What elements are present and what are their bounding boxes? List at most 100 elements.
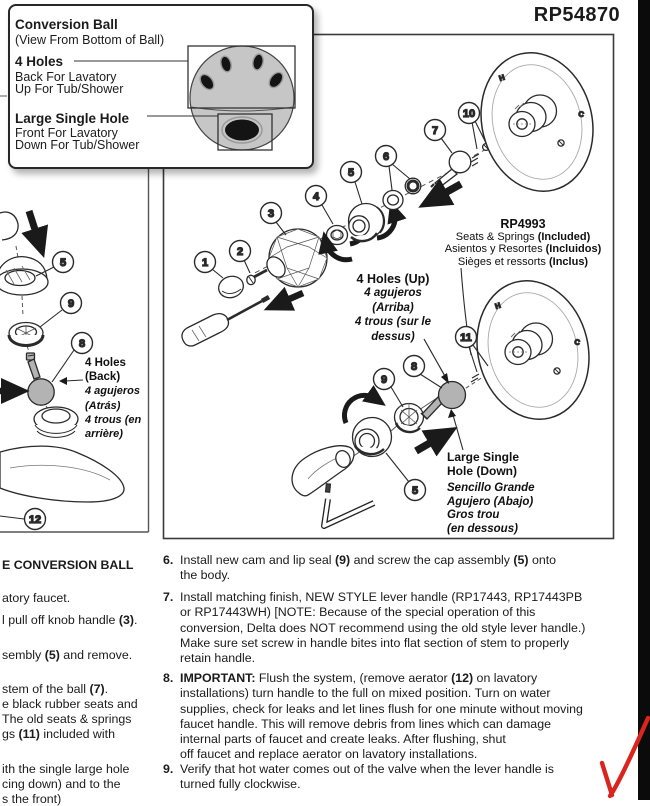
label-leader-arrow [448, 409, 464, 451]
set-screw [324, 483, 332, 493]
svg-text:9: 9 [68, 298, 74, 310]
step-number: 8. [163, 671, 174, 685]
part-cap-assembly-upper [347, 202, 386, 243]
svg-text:1: 1 [202, 257, 208, 269]
callout-8-left: 8 [51, 331, 94, 383]
four-holes-line2: Up For Tub/Shower [15, 82, 124, 96]
part-cam-lipseal [7, 321, 45, 347]
arrow-install-icon [414, 427, 458, 457]
escutcheon-plate-top [480, 52, 594, 192]
four-holes [199, 53, 284, 91]
screwdriver [181, 295, 271, 347]
step-text: Install new cam and lip seal (9) and scr… [180, 553, 557, 583]
svg-text:8: 8 [411, 361, 417, 373]
svg-text:8: 8 [79, 338, 85, 350]
svg-text:12: 12 [29, 514, 41, 526]
svg-text:4: 4 [313, 191, 320, 203]
svg-text:2: 2 [237, 246, 243, 258]
callout-8-lower: 8 [402, 354, 443, 389]
lever-handle [291, 445, 355, 497]
callout-subtitle: (View From Bottom of Ball) [15, 33, 165, 47]
callout-12-left: 12 [0, 507, 47, 531]
instruction-step-8: 8. IMPORTANT: Flush the system, (remove … [163, 671, 583, 763]
hot-mark: H [498, 73, 506, 83]
step-number: 9. [163, 762, 174, 776]
arrow-down-icon [21, 209, 49, 258]
large-hole-label: Large Single Hole [15, 111, 130, 126]
instruction-step-7: 7. Install matching finish, NEW STYLE le… [163, 590, 585, 666]
part-cap-assembly-lower [351, 416, 393, 458]
column-heading: E CONVERSION BALL [2, 558, 134, 572]
instruction-step-6: 6. Install new cam and lip seal (9) and … [163, 553, 556, 584]
tub-shower-upper-assembly: H C 1 2 3 4 5 6 7 10 [181, 52, 594, 347]
label-four-holes-back: 4 Holes (Back) 4 agujeros (Atrás) 4 trou… [85, 357, 142, 441]
step-text: IMPORTANT: Flush the system, (remove aer… [180, 671, 583, 762]
callout-10: 10 [457, 101, 487, 150]
callout-3: 3 [259, 201, 287, 236]
conversion-ball-part [25, 352, 55, 406]
diagram-borders [0, 33, 615, 540]
step-text: Verify that hot water comes out of the v… [180, 762, 554, 792]
part-button-cap [218, 275, 244, 299]
label-leader-arrow [423, 338, 449, 384]
svg-text:5: 5 [60, 257, 66, 269]
page-title-part-number: RP54870 [533, 4, 620, 26]
callout-5-lower: 5 [385, 452, 427, 502]
callout-7: 7 [423, 118, 453, 154]
callout-5-left: 5 [35, 250, 75, 277]
callout-2: 2 [228, 239, 252, 274]
label-rp4993-seats-springs: RP4993 Seats & Springs (Included) Asient… [444, 217, 602, 268]
callout-1: 1 [193, 250, 224, 279]
lavatory-faucet-diagram: 5 9 8 12 [0, 209, 125, 531]
callout-11: 11 [454, 325, 489, 373]
callout-9-left: 9 [39, 291, 83, 328]
conversion-ball-lower [420, 380, 467, 420]
large-hole-line2: Down For Tub/Shower [15, 138, 140, 152]
callout-5: 5 [339, 160, 363, 205]
svg-text:10: 10 [463, 108, 475, 120]
red-checkmark-annotation [599, 715, 650, 799]
step-text: Install matching finish, NEW STYLE lever… [180, 590, 586, 666]
instruction-step-9: 9. Verify that hot water comes out of th… [163, 762, 554, 793]
hot-mark: H [494, 301, 502, 311]
leader-lines [74, 60, 218, 117]
rotate-arrow-icon [341, 385, 386, 424]
callout-4: 4 [304, 184, 334, 225]
callout-title: Conversion Ball [15, 17, 118, 32]
arrow-down-left-icon [263, 286, 305, 311]
region-rectangles [187, 45, 296, 151]
cold-mark: C [574, 337, 582, 347]
arrow-install-icon [418, 178, 463, 208]
callout-6: 6 [374, 144, 411, 191]
tub-shower-lower-assembly: H C 9 8 11 5 [291, 267, 590, 529]
svg-text:9: 9 [381, 374, 387, 386]
step-number: 6. [163, 553, 174, 567]
label-four-holes-up: 4 Holes (Up) 4 agujeros (Arriba) 4 trous… [354, 272, 432, 343]
faucet-body [0, 406, 125, 503]
part-seal-washer [325, 224, 349, 246]
svg-text:3: 3 [268, 208, 274, 220]
scan-edge-bar [638, 0, 650, 800]
conversion-ball-callout-box: Conversion Ball (View From Bottom of Bal… [8, 4, 314, 169]
allen-wrench [321, 498, 376, 529]
escutcheon-plate-bottom [476, 280, 590, 420]
conversion-ball-illustration [74, 45, 296, 151]
four-holes-label: 4 Holes [15, 54, 64, 69]
part-cam-lower [393, 402, 425, 434]
svg-text:7: 7 [432, 125, 438, 137]
step-number: 7. [163, 590, 174, 604]
cold-mark: C [578, 109, 586, 119]
exploded-parts-diagram: 5 9 8 12 [0, 33, 615, 540]
four-holes-line1: Back For Lavatory [15, 70, 117, 84]
svg-text:5: 5 [348, 167, 354, 179]
svg-text:6: 6 [383, 151, 389, 163]
part-ball-with-stem [430, 150, 472, 188]
large-single-hole [221, 116, 263, 144]
label-large-single-hole-down: Large Single Hole (Down) Sencillo Grande… [447, 450, 535, 535]
part-cap-assembly [0, 255, 49, 296]
knob-handle-partial [0, 211, 19, 241]
large-hole-line1: Front For Lavatory [15, 126, 118, 140]
part-knob-handle [266, 228, 328, 288]
label-leader-arrow [59, 377, 84, 385]
